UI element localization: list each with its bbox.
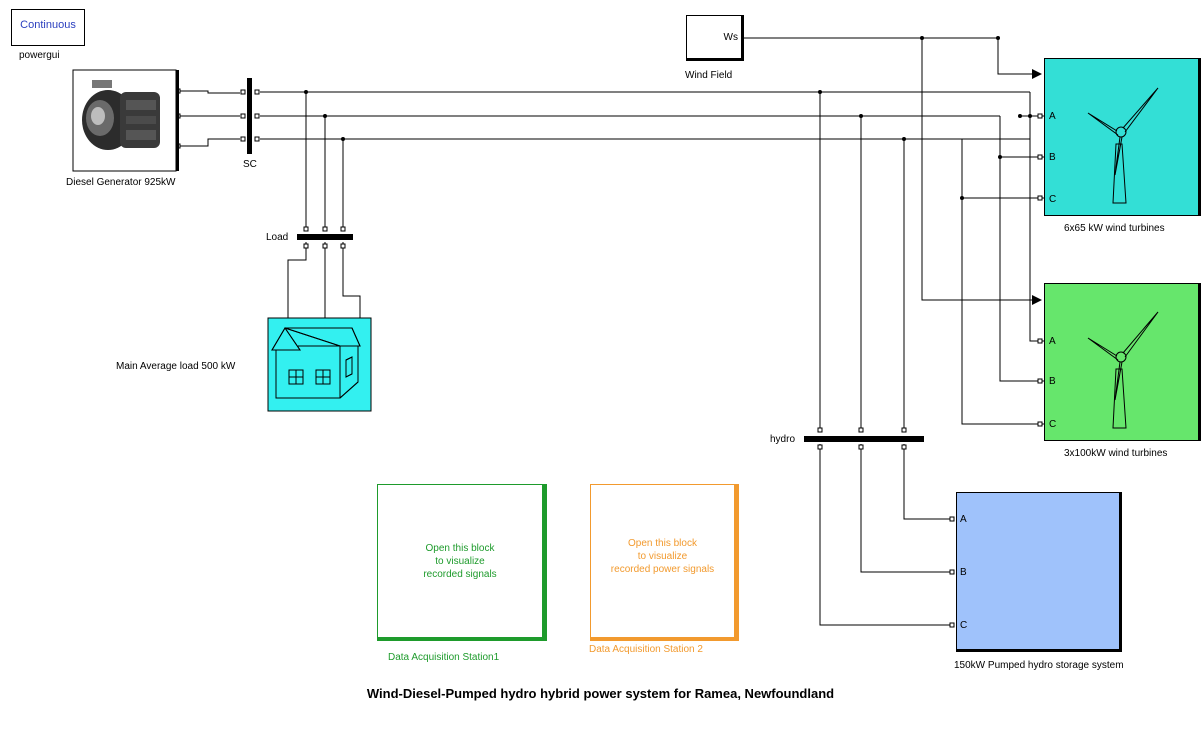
main-load-label: Main Average load 500 kW [116, 361, 236, 372]
station2-block[interactable]: Open this block to visualize recorded po… [590, 484, 739, 641]
sc-bus-label: SC [243, 159, 257, 170]
station1-block[interactable]: Open this block to visualize recorded si… [377, 484, 547, 641]
wind-field-label: Wind Field [685, 70, 733, 81]
diesel-generator-block[interactable] [73, 70, 179, 171]
sc-bus-block[interactable] [240, 78, 260, 154]
station1-label: Data Acquisition Station1 [388, 652, 500, 663]
diagram-title: Wind-Diesel-Pumped hydro hybrid power sy… [366, 686, 835, 701]
diesel-generator-label: Diesel Generator 925kW [66, 177, 176, 188]
turbines-3x100-port-a: A [1049, 336, 1056, 347]
sc-bus-bar [247, 78, 252, 154]
pumped-hydro-port-b: B [960, 567, 967, 578]
turbines-6x65-port-b: B [1049, 152, 1056, 163]
pumped-hydro-block[interactable]: A B C [956, 492, 1122, 652]
load-bus-block[interactable] [297, 228, 353, 248]
hydro-bus-block[interactable] [804, 428, 924, 450]
turbines-3x100-block[interactable]: A B C [1044, 283, 1201, 441]
hydro-bus-bar [804, 436, 924, 442]
station2-text: Open this block to visualize recorded po… [610, 538, 715, 575]
pumped-hydro-label: 150kW Pumped hydro storage system [954, 660, 1124, 671]
turbines-3x100-port-c: C [1049, 419, 1057, 430]
pumped-hydro-port-a: A [960, 514, 967, 525]
station2-label: Data Acquisition Station 2 [589, 644, 703, 655]
powergui-label: powergui [19, 50, 60, 61]
hydro-bus-label: hydro [770, 434, 796, 445]
turbines-6x65-label: 6x65 kW wind turbines [1064, 223, 1165, 234]
turbines-6x65-port-a: A [1049, 111, 1056, 122]
wind-field-block[interactable]: Ws [686, 15, 744, 61]
junction-dots [304, 36, 1032, 200]
turbines-6x65-port-c: C [1049, 194, 1057, 205]
powergui-button[interactable]: Continuous [11, 9, 85, 46]
turbines-6x65-block[interactable]: A B C [1044, 58, 1201, 216]
diesel-generator-image [72, 69, 179, 172]
load-bus-bar [297, 234, 353, 240]
turbines-3x100-port-b: B [1049, 376, 1056, 387]
main-load-block[interactable] [268, 318, 371, 411]
turbines-3x100-label: 3x100kW wind turbines [1064, 448, 1168, 459]
wind-field-port-ws: Ws [723, 32, 738, 43]
station1-text: Open this block to visualize recorded si… [423, 543, 497, 580]
pumped-hydro-port-c: C [960, 620, 968, 631]
powergui-button-label: Continuous [20, 19, 76, 31]
load-bus-label: Load [266, 232, 289, 243]
